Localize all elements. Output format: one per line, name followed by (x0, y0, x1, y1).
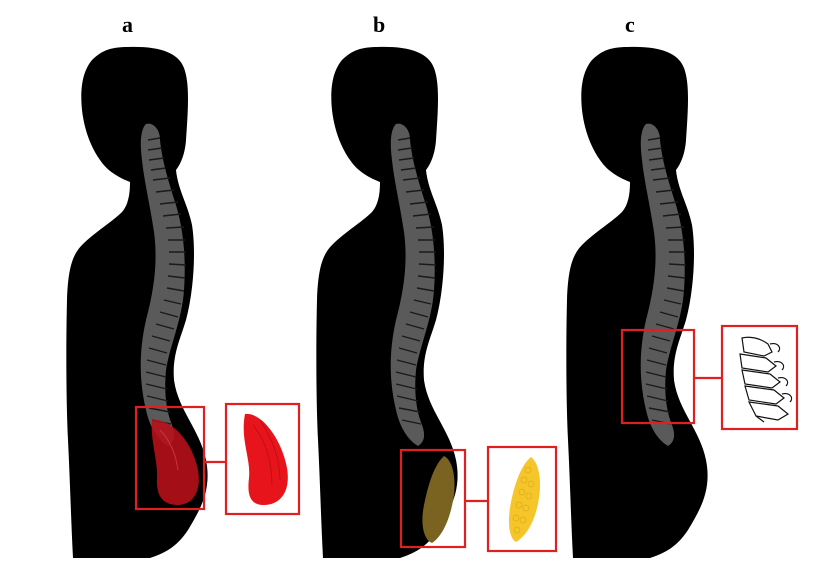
panel-c (566, 46, 708, 559)
gluteus-muscle-detail (243, 413, 288, 505)
callout-box-b-body (399, 448, 467, 549)
callout-box-c-body (620, 328, 696, 425)
panel-a (66, 46, 301, 559)
panel-b-callout (399, 445, 558, 553)
body-silhouette-c (566, 46, 708, 559)
panel-label-a: a (122, 12, 133, 37)
fat-tissue-in-body (422, 456, 455, 543)
gluteus-muscle-in-body (151, 419, 199, 505)
panel-label-b: b (373, 12, 386, 37)
lumbar-vertebrae-detail (739, 336, 793, 423)
callout-box-a-body (134, 405, 206, 511)
panel-c-callout (620, 324, 799, 431)
panel-label-c: c (625, 12, 635, 37)
